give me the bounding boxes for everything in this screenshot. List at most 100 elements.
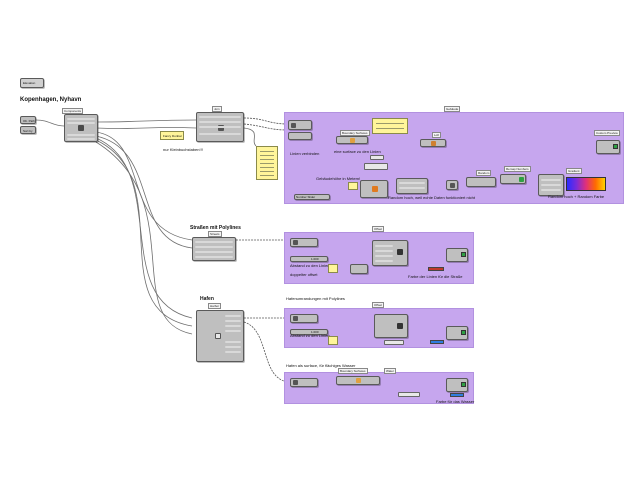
page-title: Kopenhagen, Nyhavn <box>20 97 82 103</box>
harbor-outline-swatch[interactable] <box>430 340 444 344</box>
filter-icon <box>215 333 221 339</box>
height-toggle[interactable] <box>370 155 384 160</box>
filter-icon <box>218 125 224 131</box>
input-row <box>541 184 561 186</box>
domain-icon <box>519 177 524 182</box>
join-icon <box>293 380 298 385</box>
output-row <box>195 246 233 248</box>
output-row <box>225 330 241 332</box>
key-panel-text: Fancy Dunbar <box>163 134 182 138</box>
streets-multiplier-panel[interactable] <box>328 264 338 273</box>
harbor-boundary-tag: Boundary Surfaces <box>338 368 368 374</box>
streets-slider[interactable]: 1.000 <box>290 256 328 262</box>
construct-domain-2[interactable] <box>500 174 526 184</box>
water-color-btn[interactable] <box>398 392 420 397</box>
streets-preview-component[interactable] <box>446 248 468 262</box>
streets-filter-component[interactable] <box>192 237 236 261</box>
offset-curve-component[interactable] <box>372 240 408 266</box>
construct-domain-component[interactable] <box>360 180 388 198</box>
input-row <box>375 260 393 262</box>
domain-panel[interactable] <box>348 182 358 190</box>
boundary-tag: Boundary Surfaces <box>340 130 370 136</box>
remap-component[interactable] <box>466 177 496 187</box>
harbor-join-component[interactable] <box>290 314 318 323</box>
harbor-offset-tag: Offset <box>372 302 384 308</box>
output-row <box>195 256 233 258</box>
harbor-surface-heading: Hafen als surface, für flächiges Wasser <box>286 363 356 368</box>
gradient-icon[interactable] <box>566 177 606 191</box>
note-caption: nur Kleinbuchstaben!!! <box>163 147 203 152</box>
panel-line <box>376 128 404 129</box>
building-filter-component[interactable] <box>196 112 244 142</box>
import-osm-icon <box>78 125 84 131</box>
streets-offset-tag: Offset <box>372 226 384 232</box>
water-color-label: Farbe für das Wasser <box>436 399 475 404</box>
sort-label: Sort by <box>23 129 33 133</box>
gradient-tag: Gradient <box>566 168 582 174</box>
value-list-panel[interactable] <box>256 146 278 180</box>
extrude-icon <box>431 141 436 146</box>
custom-preview-icon <box>461 330 466 335</box>
random-color-note: Random hoch + Random Farbe <box>548 194 605 199</box>
streets-cluster-tag: Streets <box>208 231 222 237</box>
key-panel[interactable]: Fancy Dunbar <box>160 131 184 140</box>
output-row <box>199 121 241 123</box>
harbor-outline-color-btn[interactable] <box>384 340 404 345</box>
custom-preview-icon <box>461 252 466 257</box>
output-row <box>225 315 241 317</box>
streets-join-component[interactable] <box>290 238 318 247</box>
offset-curve-icon <box>397 249 403 255</box>
extrude-component[interactable] <box>420 139 446 147</box>
boundary-surface-icon <box>356 378 361 383</box>
top-widget[interactable]: Elevation <box>20 78 44 88</box>
sort-param[interactable]: Sort by <box>20 126 36 134</box>
join-curves-component-2[interactable] <box>288 132 312 140</box>
output-row <box>225 346 241 348</box>
harbor-heading: Hafen <box>200 296 214 302</box>
input-row <box>541 189 561 191</box>
harbor-outline-heading: Hafenumrandungen mit Polylines <box>286 296 345 301</box>
list-line <box>260 151 274 152</box>
gradient-component[interactable] <box>538 174 564 196</box>
harbor-offset-component[interactable] <box>374 314 408 338</box>
harbor-filter-component[interactable] <box>196 310 244 362</box>
input-row <box>67 122 95 124</box>
join-icon <box>293 316 298 321</box>
random-icon-component[interactable] <box>446 180 458 190</box>
harbor-slider-value: 1.000 <box>311 330 319 334</box>
harbor-boundary-component[interactable] <box>336 376 380 385</box>
harbor-multiplier-panel[interactable] <box>328 336 338 345</box>
height-note: Gebäudehöhe in Metern! <box>316 176 361 181</box>
join-curves-component[interactable] <box>288 120 312 130</box>
harbor-slider[interactable]: 1.000 <box>290 329 328 335</box>
height-panel[interactable] <box>372 118 408 134</box>
output-row <box>67 134 95 136</box>
boundary-surfaces-component[interactable] <box>336 136 368 144</box>
file-path-label: Ob. Path <box>23 119 35 123</box>
output-row <box>199 133 241 135</box>
list-line <box>260 155 274 156</box>
import-osm-component[interactable] <box>64 114 98 142</box>
harbor-preview-component[interactable] <box>446 326 468 340</box>
custom-preview-component[interactable] <box>596 140 620 154</box>
water-color-swatch[interactable] <box>450 393 464 397</box>
random-icon <box>450 183 455 188</box>
number-slider[interactable]: Number Slider <box>294 194 330 200</box>
custom-preview-icon <box>461 382 466 387</box>
buildings-group-tag: Gebäude <box>444 106 461 112</box>
input-row <box>375 250 393 252</box>
harbor-surface-preview[interactable] <box>446 378 468 392</box>
custom-preview-icon <box>613 144 618 149</box>
output-row <box>199 126 241 128</box>
random-component[interactable] <box>396 178 428 194</box>
streets-multiply-component[interactable] <box>350 264 368 274</box>
output-row <box>225 320 241 322</box>
height-toggle-2[interactable] <box>364 163 388 170</box>
output-row <box>199 116 241 118</box>
harbor-surface-join[interactable] <box>290 378 318 387</box>
street-color-swatch[interactable] <box>428 267 444 271</box>
input-row <box>541 179 561 181</box>
lines-heading: Linien verbinden <box>290 151 320 156</box>
file-path-param[interactable]: Ob. Path <box>20 116 36 124</box>
